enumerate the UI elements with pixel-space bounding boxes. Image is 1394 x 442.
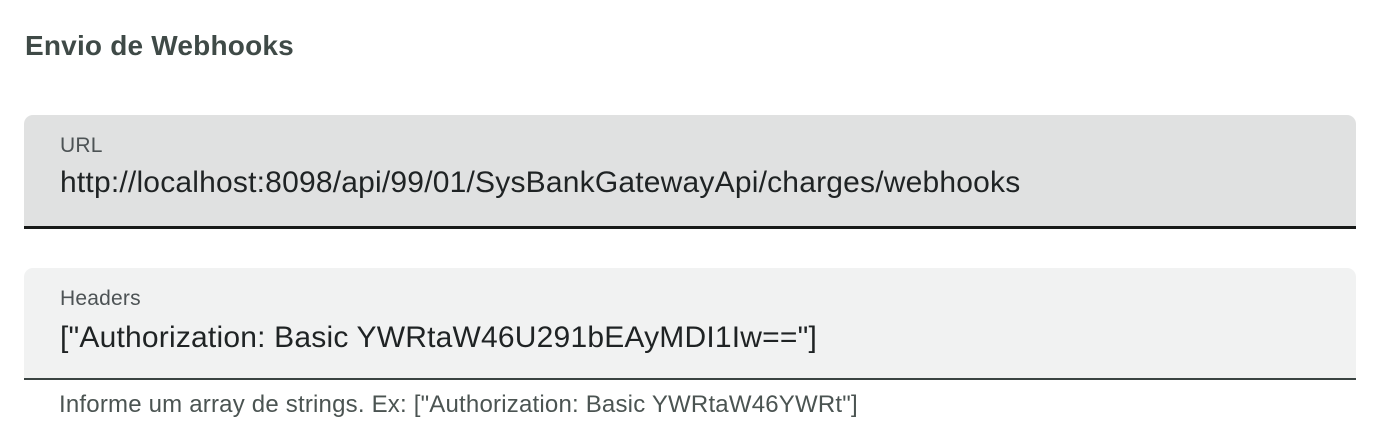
- headers-helper-text: Informe um array de strings. Ex: ["Autho…: [59, 391, 858, 418]
- headers-input[interactable]: [60, 318, 1320, 358]
- url-input[interactable]: [60, 163, 1320, 203]
- headers-field-label: Headers: [60, 287, 141, 310]
- page-title: Envio de Webhooks: [25, 30, 294, 61]
- url-field[interactable]: URL: [24, 115, 1356, 229]
- url-field-label: URL: [60, 134, 103, 157]
- headers-field[interactable]: Headers: [24, 268, 1356, 380]
